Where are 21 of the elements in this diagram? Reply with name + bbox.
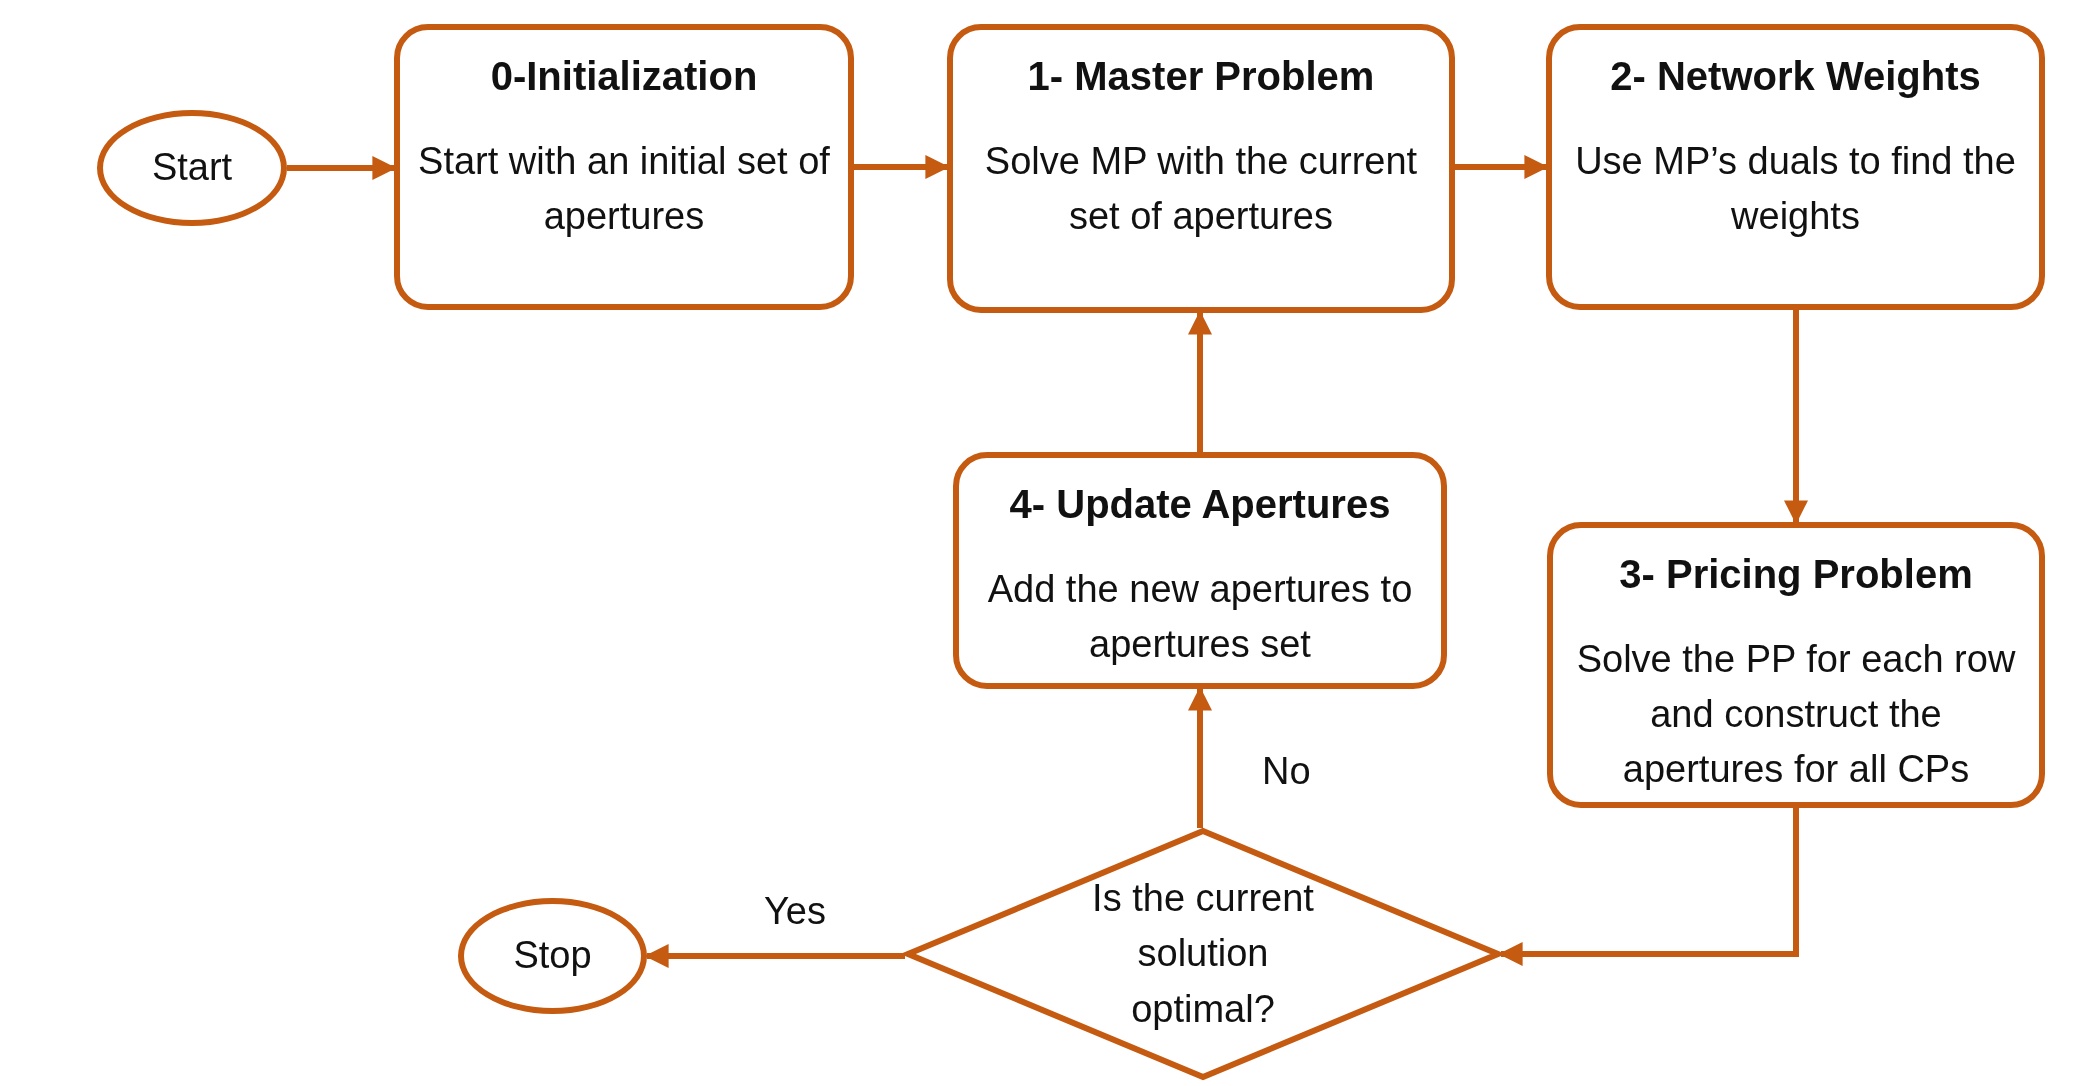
arrow [1784, 310, 1808, 525]
process-box [394, 24, 854, 310]
arrow [1188, 310, 1212, 452]
terminal-label: Start [151, 145, 233, 191]
box-text: Add the new apertures to apertures set [986, 567, 1414, 668]
box-heading: 1- Master Problem [1027, 53, 1375, 100]
process-box [1546, 24, 2045, 310]
arrow [1498, 808, 1799, 966]
box-text: Use MP’s duals to find the weights [1574, 139, 2017, 240]
terminal-label: Stop [513, 933, 592, 979]
box-text: Solve MP with the current set of apertures [983, 139, 1419, 240]
process-box [1547, 522, 2045, 808]
box-heading: 4- Update Apertures [1009, 481, 1391, 528]
box-heading: 0-Initialization [490, 53, 758, 100]
process-box [947, 24, 1455, 313]
box-text: Start with an initial set of apertures [417, 139, 831, 240]
box-heading: 3- Pricing Problem [1619, 551, 1973, 598]
box-text: Solve the PP for each row and construct the apertures for all CPs [1575, 637, 2017, 793]
box-heading: 2- Network Weights [1610, 53, 1981, 100]
process-box [953, 452, 1447, 689]
arrow [1188, 686, 1212, 828]
